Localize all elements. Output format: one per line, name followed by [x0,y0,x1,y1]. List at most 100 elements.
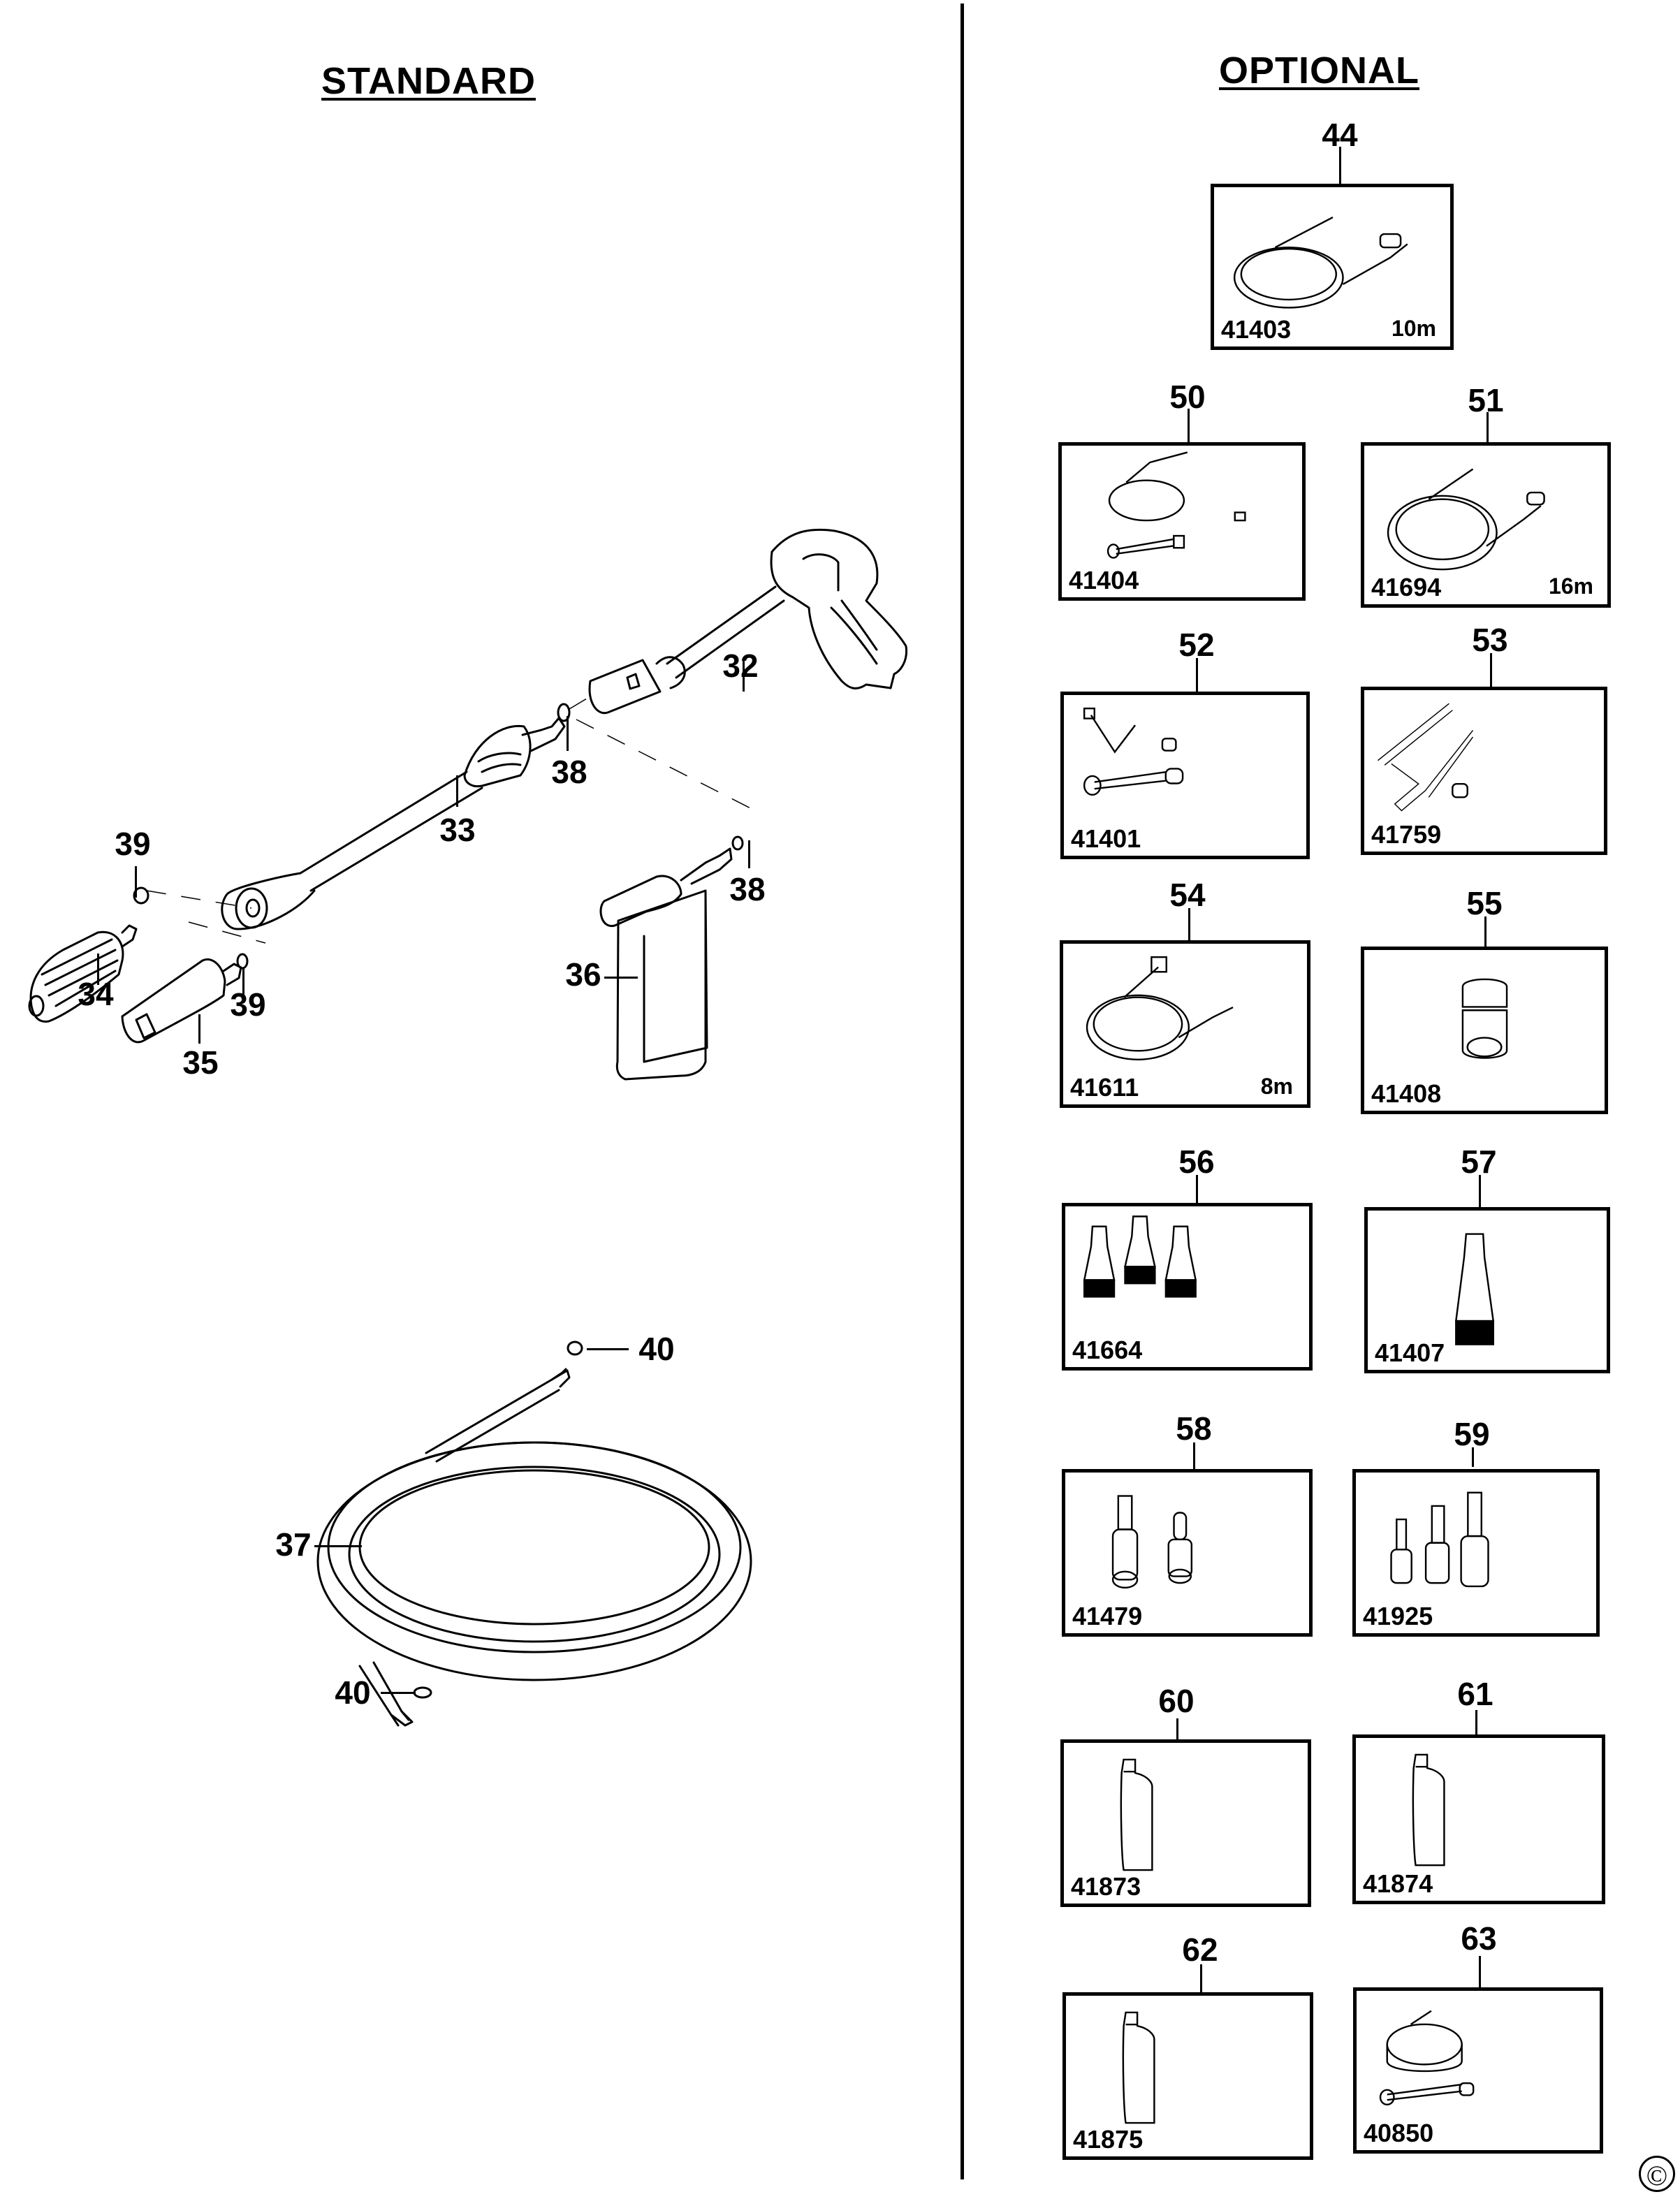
part-number: 41407 [1375,1338,1445,1367]
part-number: 41874 [1363,1869,1433,1898]
o-ring-40a-drawing [567,1340,583,1356]
telescopic-lance-icon [1377,703,1474,812]
leader-35 [198,1014,200,1044]
angled-lance-kit-icon [1083,707,1184,796]
callout-50: 50 [1169,379,1206,415]
leader-54 [1188,908,1190,942]
leader-39a [135,866,137,898]
hose-length: 16m [1548,574,1593,599]
o-ring-39b-drawing [236,953,249,970]
part-number: 41664 [1072,1336,1143,1364]
callout-38a: 38 [551,754,587,790]
leader-40a [587,1348,629,1350]
callout-61: 61 [1457,1676,1493,1712]
optional-panel-55: 41408 [1361,947,1608,1114]
optional-panel-59: 41925 [1352,1469,1600,1637]
leader-59 [1472,1447,1474,1467]
part-number: 41873 [1071,1872,1141,1901]
o-ring-38a-drawing [557,703,571,722]
callout-52: 52 [1178,627,1215,663]
standard-section-title: STANDARD [321,60,536,102]
callout-32: 32 [722,648,759,684]
optional-panel-60: 41873 [1060,1739,1311,1907]
spray-gun-drawing [588,528,908,715]
callout-35: 35 [182,1044,219,1081]
callout-37: 37 [275,1526,312,1563]
optional-section-title: OPTIONAL [1219,50,1419,92]
drain-cleaning-kit-icon [1106,451,1246,559]
optional-panel-50: 41404 [1058,442,1306,601]
optional-panel-44: 41403 10m [1211,184,1454,350]
copyright-symbol: © [1639,2156,1675,2192]
lance-drawing [221,717,566,930]
callout-57: 57 [1461,1144,1497,1180]
optional-panel-54: 41611 8m [1060,940,1310,1108]
leader-57 [1479,1175,1481,1207]
callout-55: 55 [1466,885,1503,921]
leader-32 [743,660,745,692]
part-number: 41611 [1070,1073,1139,1102]
optional-panel-61: 41874 [1352,1734,1605,1904]
callout-62: 62 [1182,1931,1218,1968]
extension-hose-icon [1086,956,1234,1060]
callout-54: 54 [1169,877,1206,913]
part-number: 41759 [1371,820,1442,849]
part-number: 41401 [1071,824,1141,853]
leader-60 [1176,1718,1178,1741]
rotary-nozzle-drawing [28,924,138,1023]
o-ring-38b-drawing [731,835,744,851]
part-number: 41404 [1069,566,1139,594]
part-number: 41408 [1371,1079,1442,1108]
callout-40b: 40 [335,1674,371,1711]
callout-40a: 40 [638,1331,675,1367]
leader-55 [1484,916,1487,948]
leader-58 [1193,1442,1195,1470]
nozzle-icon [1454,1233,1495,1345]
detergent-bottle-drawing [599,847,733,1081]
adjustable-nozzle-drawing [121,958,242,1044]
hose-kit-icon [1233,217,1408,309]
optional-panel-62: 41875 [1062,1992,1313,2160]
callout-53: 53 [1472,622,1508,658]
leader-62 [1200,1964,1202,1994]
adapter-set-icon [1111,1495,1193,1589]
standard-exploded-view [28,528,908,1727]
part-number: 41479 [1072,1602,1143,1630]
callout-60: 60 [1158,1683,1195,1719]
hose-length: 8m [1260,1074,1293,1099]
leader-33 [456,775,458,807]
o-ring-40b-drawing [413,1686,432,1699]
leader-44 [1339,147,1341,185]
hose-connector-icon [1461,978,1508,1059]
part-number: 41925 [1363,1602,1433,1630]
assembly-guide-lines [146,698,762,944]
callout-38b: 38 [729,871,766,907]
optional-panel-63: 40850 [1353,1987,1603,2154]
optional-panel-52: 41401 [1060,692,1310,859]
callout-56: 56 [1178,1144,1215,1180]
leader-61 [1475,1710,1477,1735]
detergent-bottle-icon [1120,1758,1153,1871]
coupling-set-icon [1390,1491,1489,1588]
hose-length: 10m [1391,316,1436,341]
section-divider [960,3,964,2179]
high-pressure-hose-drawing [316,1368,752,1727]
callout-33: 33 [439,812,476,848]
part-number: 41875 [1073,2125,1144,2154]
leader-53 [1490,653,1492,688]
leader-52 [1196,658,1198,692]
part-number: 41403 [1221,315,1292,344]
leader-36 [604,977,638,979]
callout-63: 63 [1461,1920,1497,1957]
leader-50 [1188,409,1190,444]
leader-38b [748,840,750,868]
callout-39a: 39 [115,826,151,862]
optional-panel-56: 41664 [1062,1203,1313,1371]
detergent-bottle-icon [1122,2011,1155,2124]
part-number: 41694 [1371,573,1442,601]
leader-38a [567,716,569,751]
patio-cleaner-icon [1379,2010,1475,2106]
leader-51 [1487,412,1489,444]
optional-panel-51: 41694 16m [1361,442,1611,608]
leader-63 [1479,1956,1481,1989]
